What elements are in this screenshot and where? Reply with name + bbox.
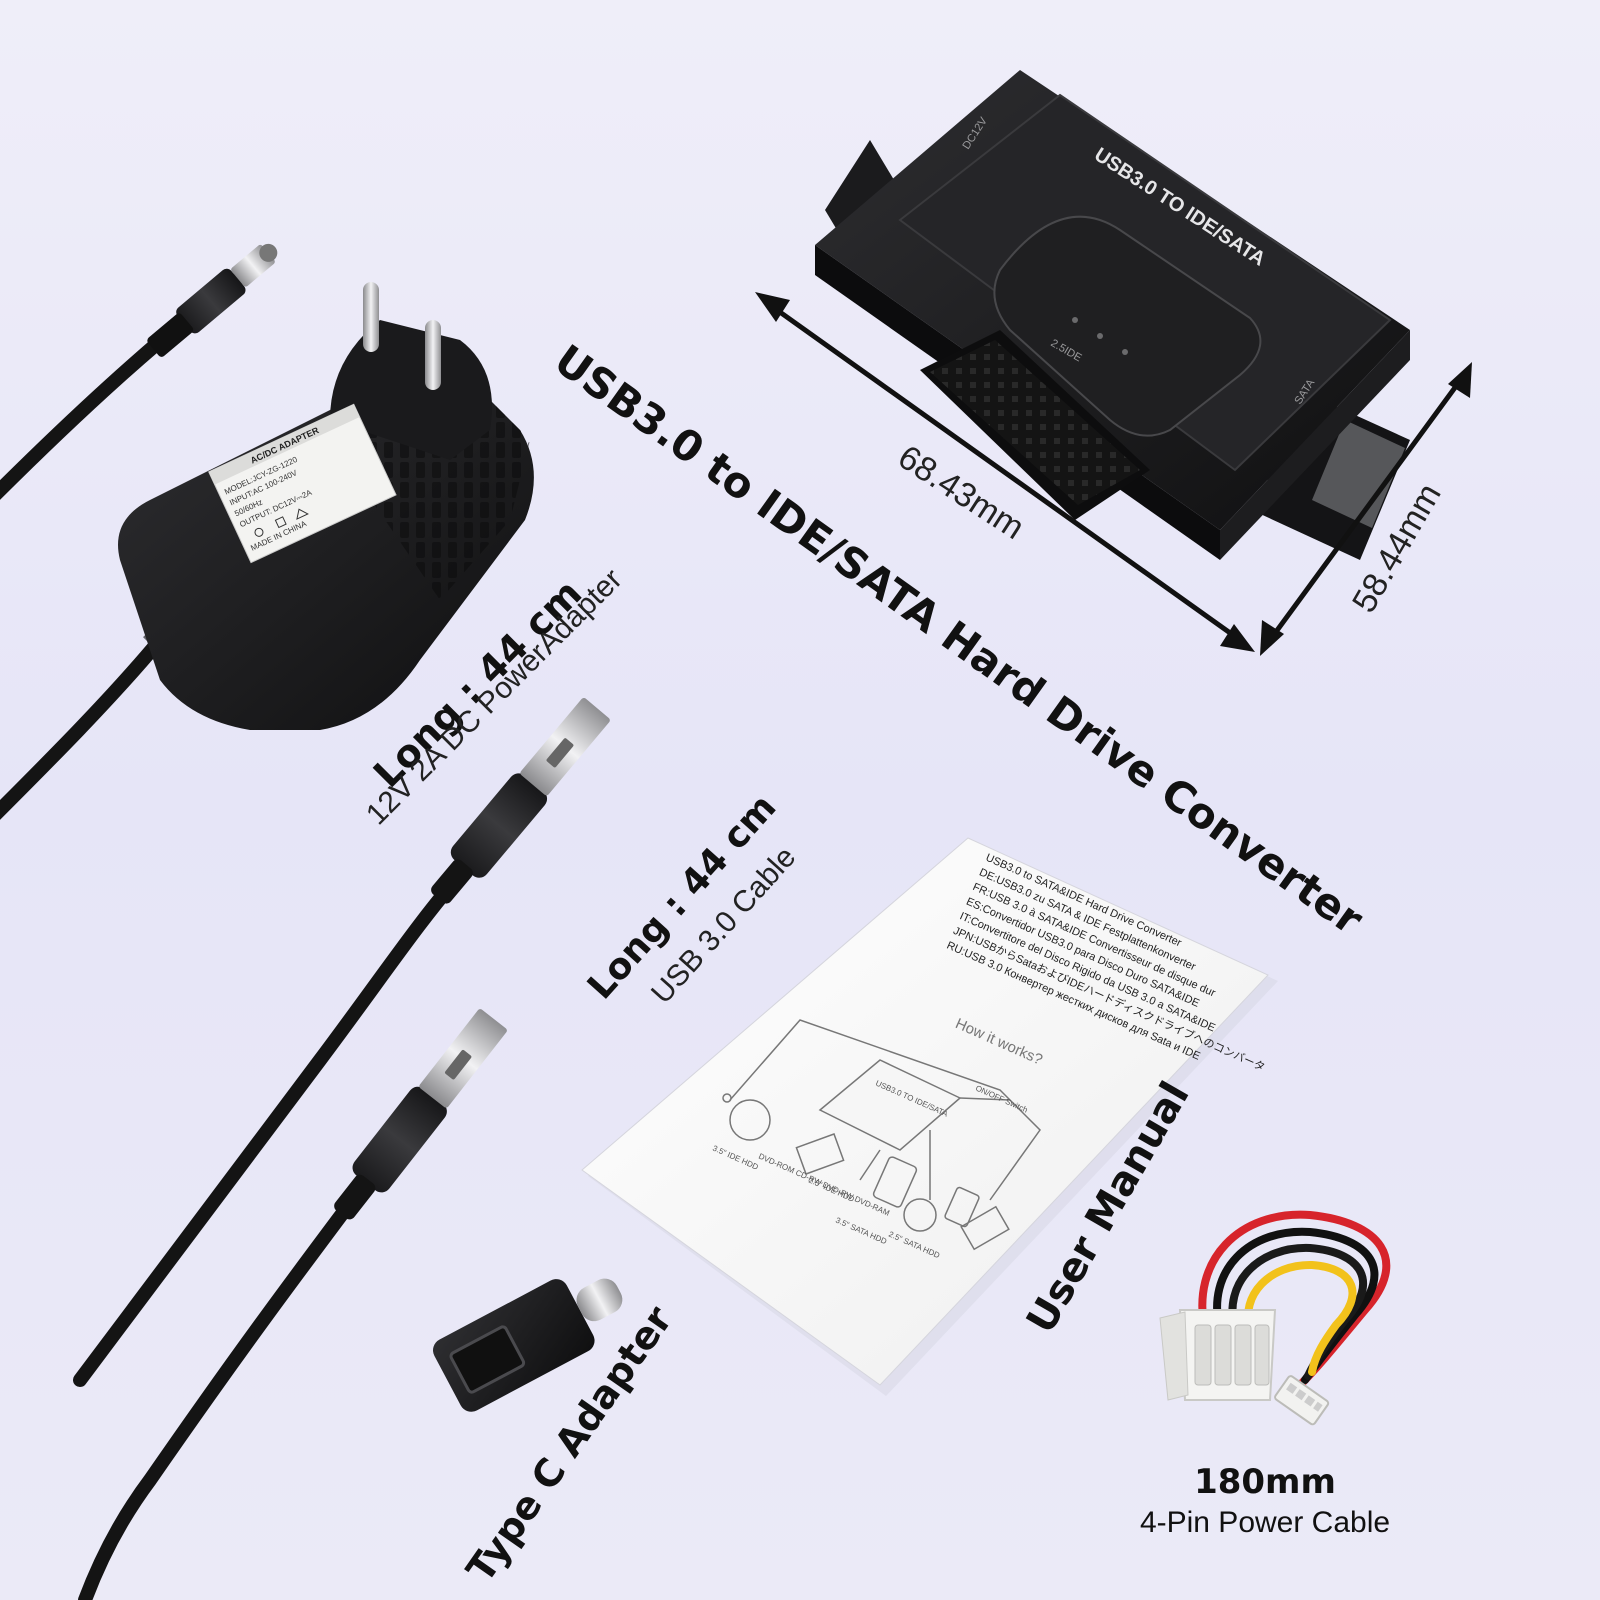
plug-pin-left	[363, 282, 379, 352]
power-cable-length: 180mm	[1194, 1462, 1336, 1502]
depth-arrow-head-bottom	[1260, 620, 1284, 656]
power-cable-description: 4-Pin Power Cable	[1139, 1506, 1391, 1539]
dimension-arrows	[755, 292, 1472, 656]
usb-cable-lower	[78, 1183, 367, 1600]
width-arrow-head-start	[755, 292, 790, 322]
depth-arrow-head-top	[1448, 362, 1472, 398]
usb-a-plug-upper	[431, 697, 610, 904]
sata-port-edge	[1312, 420, 1405, 528]
usb-a-female-port	[449, 1325, 526, 1394]
wire-black-1	[1213, 1227, 1379, 1384]
adapter-output-cable	[0, 633, 167, 820]
usb-a-plug-lower	[334, 1009, 507, 1220]
power-adapter: AC/DC ADAPTER MODEL:JCY-ZG-1220 INPUT:AC…	[0, 243, 534, 820]
led-1	[1072, 317, 1078, 323]
wire-yellow	[1244, 1260, 1357, 1376]
adapter-label: AC/DC ADAPTER MODEL:JCY-ZG-1220 INPUT:AC…	[208, 403, 397, 564]
led-3	[1122, 349, 1128, 355]
width-arrow-line	[768, 302, 1242, 643]
small-header-connector	[1274, 1375, 1330, 1426]
cert-mark-icon	[254, 527, 264, 537]
four-pin-power-cable	[1159, 1210, 1391, 1426]
led-2	[1097, 333, 1103, 339]
usb-c-plug	[576, 1278, 623, 1322]
manual-diagram	[722, 1019, 1041, 1251]
eu-plug	[330, 282, 492, 460]
depth-arrow-line	[1267, 376, 1465, 642]
indoor-use-icon	[296, 508, 309, 520]
plug-pin-right	[425, 320, 441, 390]
type-c-adapter	[433, 1278, 623, 1412]
usb-cable	[73, 697, 610, 1600]
width-arrow-head-end	[1220, 624, 1255, 652]
usb-cable-upper	[73, 868, 467, 1387]
converter-window	[993, 215, 1262, 437]
double-insulation-icon	[274, 516, 287, 529]
molex-connector	[1159, 1309, 1277, 1401]
converter-device	[815, 70, 1410, 560]
